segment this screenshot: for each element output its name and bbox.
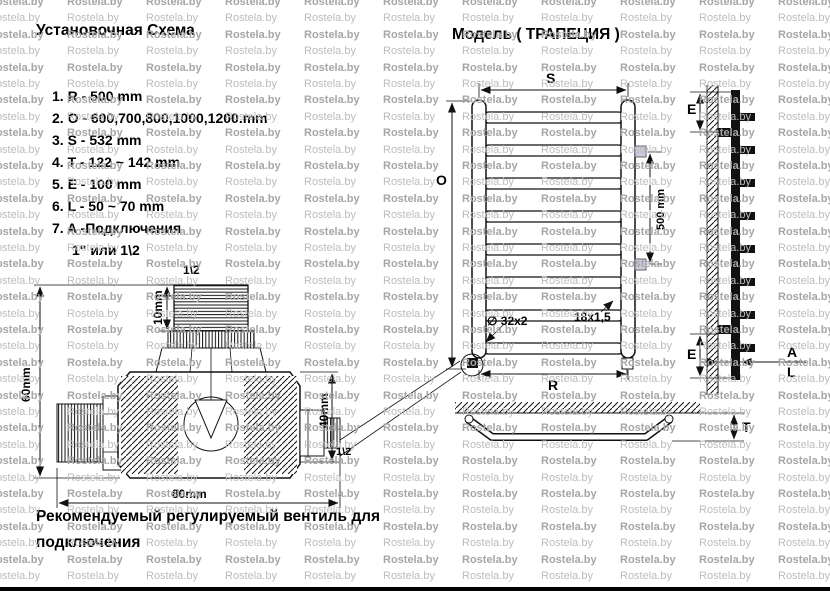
spec-item-l: 6. L - 50 ~ 70 mm xyxy=(52,198,165,214)
footer-line-1: Рекомендуемый регулируемый вентиль для xyxy=(36,508,381,525)
dim-32x2-label: ∅ 32x2 xyxy=(487,314,528,328)
dim-a-label: A xyxy=(787,344,798,360)
dim-e-top-label: E xyxy=(687,101,697,117)
spec-item-a: 7. A -Подключения xyxy=(52,220,182,236)
right-title: Модель ( ТРАПЕЦИЯ ) xyxy=(452,26,620,43)
dim-18x15-label: 18x1,5 xyxy=(574,310,611,324)
footer-line-2: подключения xyxy=(36,534,141,551)
spec-item-r: 1. R - 500 mm xyxy=(52,88,143,104)
valve-80mm-label: 80mm xyxy=(172,487,207,501)
spec-item-t: 4. T - 122 ~ 142 mm xyxy=(52,154,181,170)
spec-item-s: 3. S - 532 mm xyxy=(52,132,142,148)
spec-item-a2: 1" или 1\2 xyxy=(72,242,140,258)
dim-s-label: S xyxy=(546,70,556,86)
spec-item-e: 5. E - 100 mm xyxy=(52,176,142,192)
dim-l-label: L xyxy=(787,364,796,380)
dim-e-bottom-label: E xyxy=(687,346,697,362)
valve-half-top-label: 1\2 xyxy=(183,263,200,277)
dim-o-label: O xyxy=(436,172,447,188)
dim-500mm-label: 500 mm xyxy=(655,189,667,230)
spec-item-o: 2. O - 600,700,800,1000,1200.mm xyxy=(52,110,268,126)
valve-10mm-label: 10mm xyxy=(151,290,165,325)
valve-60mm-label: 60mm xyxy=(19,367,33,402)
left-title: Установочная Схема xyxy=(36,22,195,39)
dim-r-label: R xyxy=(548,377,559,393)
valve-40mm-label: 40mm xyxy=(317,393,331,428)
dim-t-label: T xyxy=(742,419,751,435)
valve-half-right-label: 1\2 xyxy=(336,446,352,458)
